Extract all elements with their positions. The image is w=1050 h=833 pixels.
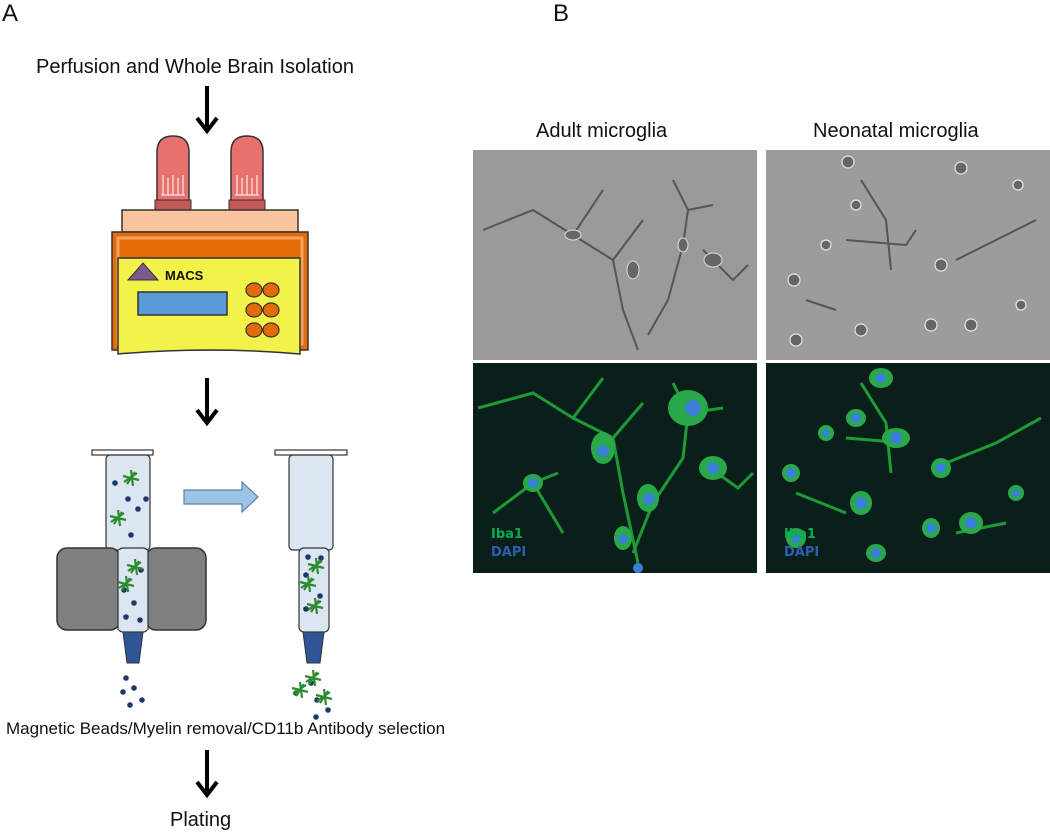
workflow-diagram (56, 86, 348, 799)
neonatal-stain-iba1-label: Iba1 (784, 527, 816, 542)
arrow-down-2 (195, 378, 219, 427)
step-perfusion-label: Perfusion and Whole Brain Isolation (36, 56, 354, 78)
device-platform (121, 209, 299, 233)
adult-stain-dapi-label: DAPI (491, 545, 527, 560)
magnet-right (145, 547, 207, 631)
neonatal-fluorescence-image: Iba1 DAPI (766, 363, 1050, 573)
neonatal-microglia-title: Neonatal microglia (813, 120, 979, 142)
device-buttons (245, 282, 280, 338)
microglia-cells (109, 469, 144, 593)
adult-stain-iba1-label: Iba1 (491, 527, 523, 542)
adult-phase-contrast-image (473, 150, 757, 360)
magnet-left (56, 547, 121, 631)
neonatal-phase-contrast-image (766, 150, 1050, 360)
macs-logo-icon (126, 262, 160, 281)
column-in-magnet (56, 449, 207, 708)
step-plating-label: Plating (170, 809, 232, 831)
panel-label-a: A (2, 0, 19, 27)
macs-label: MACS (165, 268, 204, 283)
device-screen (137, 291, 228, 316)
arrow-down-3 (195, 750, 219, 799)
panel-label-b: B (553, 0, 570, 27)
syringe-tube-right (228, 135, 266, 213)
neonatal-stain-dapi-label: DAPI (784, 545, 820, 560)
column-elution (274, 449, 348, 720)
syringe-tube-left (154, 135, 192, 213)
arrow-down-1 (195, 86, 219, 135)
macs-separator-device (111, 135, 309, 355)
adult-microglia-title: Adult microglia (536, 120, 668, 142)
step-selection-label: Magnetic Beads/Myelin removal/CD11b Anti… (6, 719, 446, 738)
arrow-right (183, 480, 259, 514)
adult-fluorescence-image: Iba1 DAPI (473, 363, 757, 573)
